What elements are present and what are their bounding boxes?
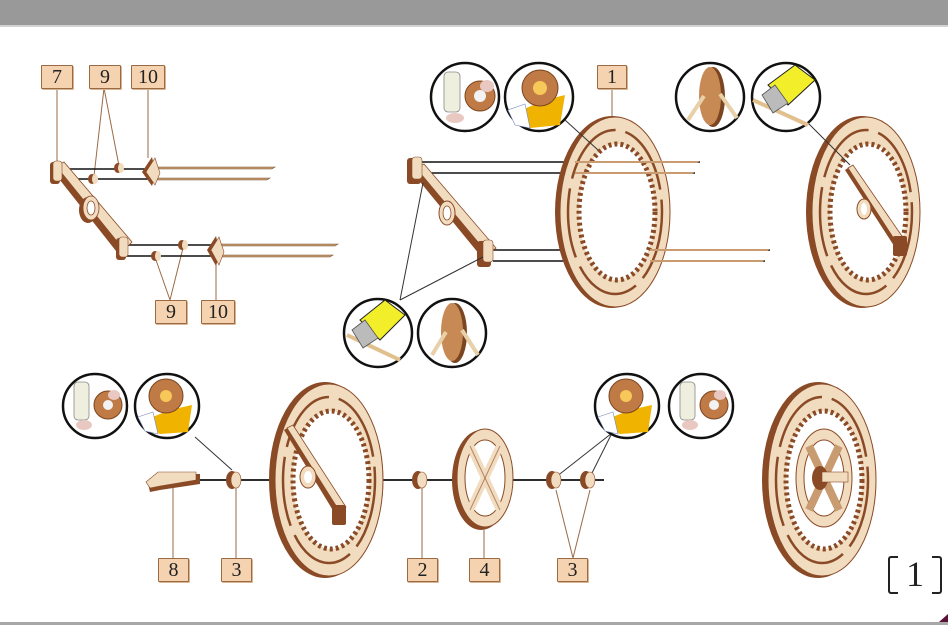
detail-callout-sanding-bottom-left	[61, 372, 129, 440]
part-label-3: 3	[557, 558, 588, 582]
detail-callout-tape-bottom-left	[133, 372, 201, 440]
part-label-9: 9	[89, 65, 121, 89]
part-label-7: 7	[41, 65, 73, 89]
bottom-right-result	[762, 382, 877, 578]
frame-subassembly-left	[50, 87, 339, 301]
detail-callout-tape	[503, 61, 599, 151]
step-bracket-right	[932, 556, 942, 594]
viewer-bottom-border	[0, 622, 948, 625]
step-number: 1	[888, 554, 942, 594]
viewer-top-bar	[0, 0, 948, 27]
part-label-3: 3	[221, 558, 252, 582]
step-number-text: 1	[906, 554, 924, 594]
part-label-1: 1	[597, 65, 627, 89]
step-bracket-left	[888, 556, 898, 594]
part-label-10: 10	[201, 300, 235, 324]
detail-callout-cut-rod-right	[750, 61, 822, 133]
detail-callout-sanding	[429, 61, 501, 133]
detail-callout-sanding-bottom-right	[667, 372, 735, 440]
part-label-8: 8	[158, 558, 189, 582]
detail-callout-insert-rod-right	[674, 61, 746, 133]
part-label-2: 2	[407, 558, 438, 582]
detail-callout-insert-rod	[416, 297, 488, 369]
part-label-9: 9	[155, 300, 187, 324]
detail-callout-cut-rod	[342, 182, 484, 369]
top-right-result	[789, 104, 921, 308]
page-corner-marker	[939, 614, 948, 622]
part-label-4: 4	[469, 558, 500, 582]
axle-subassembly	[145, 382, 613, 578]
part-label-10: 10	[131, 65, 165, 89]
detail-callout-tape-bottom-right	[593, 372, 661, 440]
gear-ring-subassembly	[407, 88, 770, 308]
